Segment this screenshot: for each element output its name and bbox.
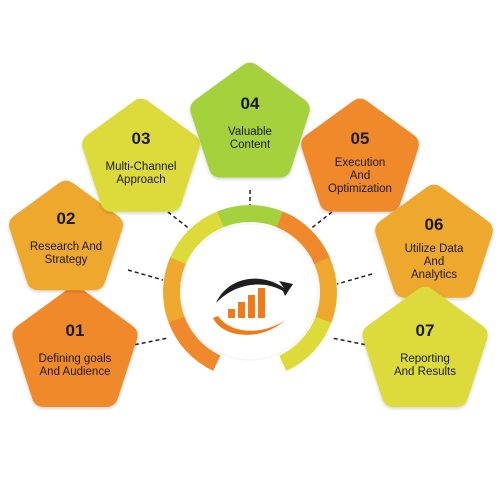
ring-segment-2	[163, 256, 186, 323]
step-label-line: Execution	[335, 157, 386, 169]
step-label-line: Content	[230, 139, 271, 151]
logo-bar-3	[248, 295, 255, 318]
step-label-line: Defining goals	[39, 353, 112, 365]
step-pentagon-05	[301, 98, 419, 212]
step-label-line: And	[424, 256, 444, 268]
step-number: 05	[351, 129, 370, 148]
logo-bar-2	[238, 302, 245, 318]
step-number: 02	[57, 209, 76, 228]
step-pentagon-06	[375, 184, 493, 298]
step-label-line: And Results	[394, 366, 456, 378]
logo-swoosh-bottom	[213, 316, 285, 335]
connector-line-06	[336, 273, 373, 285]
step-label-line: Multi-Channel	[106, 161, 177, 173]
step-label-line: Analytics	[411, 269, 457, 281]
step-number: 06	[425, 215, 444, 234]
step-number: 03	[132, 129, 151, 148]
step-pentagon-03	[82, 98, 200, 212]
step-label-line: Research And	[30, 241, 102, 253]
ring-segment-4	[217, 204, 284, 228]
step-label-line: Strategy	[45, 254, 88, 266]
step-number: 07	[416, 321, 435, 340]
growth-chart-icon	[213, 278, 293, 335]
ring-segment-5	[276, 211, 330, 265]
step-label-line: Utilize Data	[405, 243, 464, 255]
step-pentagon-04	[190, 62, 310, 178]
step-label-line: Valuable	[228, 126, 272, 138]
logo-bar-1	[228, 309, 235, 318]
step-label-line: And Audience	[40, 366, 111, 378]
step-label-line: Approach	[116, 174, 165, 186]
step-label-line: And	[350, 170, 370, 182]
step-pentagon-01	[12, 286, 138, 407]
logo-arrow	[216, 278, 293, 303]
step-pentagon-07	[362, 286, 488, 407]
ring-segment-7	[279, 316, 332, 372]
ring-center	[181, 223, 319, 361]
ring-segment-3	[170, 211, 224, 265]
step-label-line: Reporting	[400, 353, 450, 365]
step-number: 04	[241, 94, 260, 113]
ring-segment-6	[314, 257, 337, 324]
progress-ring	[163, 204, 337, 372]
logo-bar-4	[258, 288, 265, 318]
step-label-line: Optimization	[328, 183, 392, 195]
connector-line-02	[127, 269, 164, 281]
step-pentagon-02	[9, 180, 123, 291]
ring-segment-1	[168, 316, 221, 371]
step-number: 01	[66, 321, 85, 340]
